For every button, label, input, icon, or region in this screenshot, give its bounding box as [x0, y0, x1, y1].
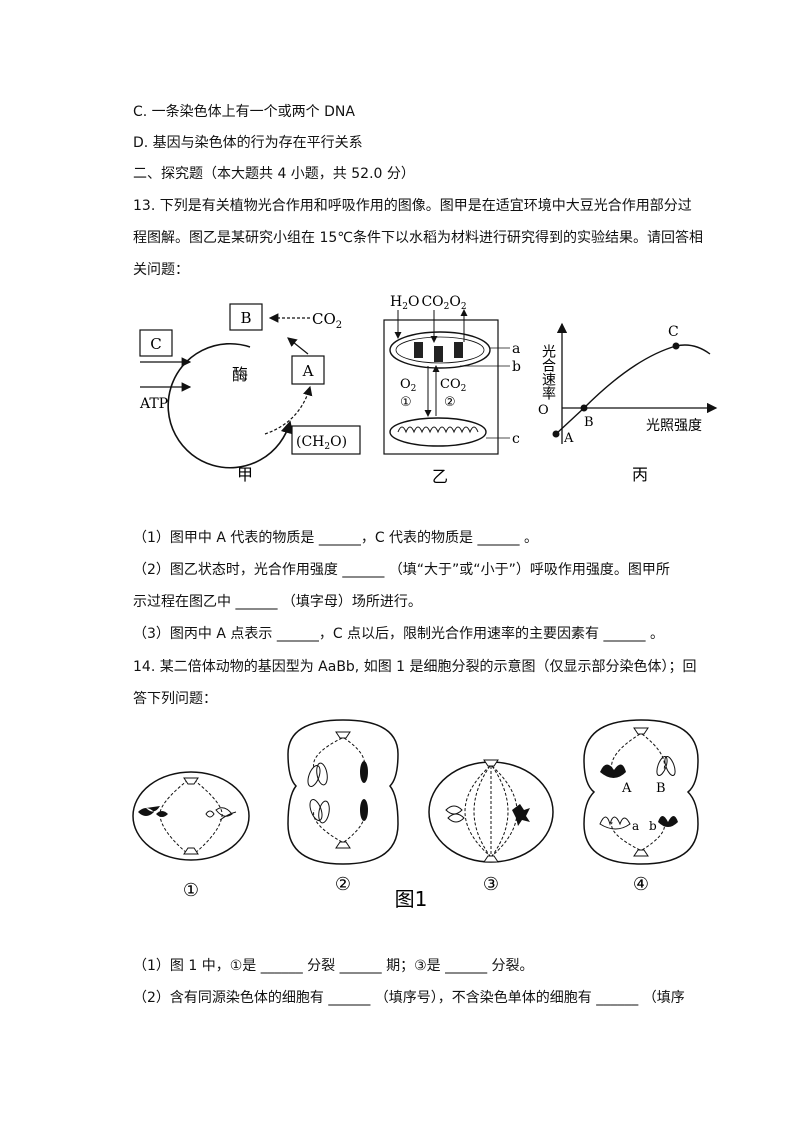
gene-a-lower: a [632, 819, 639, 833]
num-2: ② [444, 395, 456, 410]
caption-bing: 丙 [632, 465, 648, 484]
q14-sub1: （1）图 1 中，①是 ______ 分裂 ______ 期；③是 ______… [133, 958, 534, 974]
box-c [139, 329, 173, 357]
q14-sub2: （2）含有同源染色体的细胞有 ______ （填序号），不含染色单体的细胞有 _… [133, 990, 685, 1006]
caption-jia: 甲 [237, 465, 253, 484]
label-c: C [150, 335, 161, 353]
x-axis-label: 光照强度 [646, 418, 702, 434]
mitochondrion [389, 417, 487, 447]
atp-label: ATP [139, 396, 168, 412]
q13-sub3: （3）图丙中 A 点表示 ______，C 点以后，限制光合作用速率的主要因素有… [133, 626, 664, 642]
cell-label-4: ④ [633, 874, 649, 895]
y-axis-label: 光合速率 [540, 344, 556, 400]
figure-jia: B CO2 C ATP 酶 A (CH2O) 甲 [139, 303, 361, 484]
label-a-yi: a [512, 341, 520, 357]
q13-sub2-line1: （2）图乙状态时，光合作用强度 ______ （填“大于”或“小于”）呼吸作用强… [133, 562, 670, 578]
light-curve [555, 344, 711, 435]
cell-2: ② [287, 719, 399, 895]
box-b [229, 303, 263, 331]
label-c-yi: c [512, 431, 520, 447]
y-origin-label: O [538, 403, 549, 418]
gene-A-upper: A [621, 781, 632, 796]
figure-1-cells: ① ② ③ [132, 719, 699, 911]
cell-label-2: ② [335, 874, 351, 895]
cell-4: A B a b ④ [583, 719, 699, 895]
q13-stem-line1: 13. 下列是有关植物光合作用和呼吸作用的图像。图甲是在适宜环境中大豆光合作用部… [133, 198, 692, 214]
ch2o-label: (CH2O) [296, 434, 347, 452]
cell-box [383, 319, 499, 455]
cell-1: ① [132, 771, 250, 901]
cell-3: ③ [428, 759, 554, 895]
cell-label-3: ③ [483, 874, 499, 895]
q13-sub1: （1）图甲中 A 代表的物质是 ______，C 代表的物质是 ______ 。 [133, 530, 538, 546]
label-b-yi: b [512, 359, 521, 375]
figure-1-title: 图1 [395, 887, 428, 911]
label-a: A [302, 362, 314, 380]
co2-label: CO2 [312, 310, 342, 331]
option-c: C. 一条染色体上有一个或两个 DNA [133, 104, 355, 120]
section-heading: 二、探究题（本大题共 4 小题，共 52.0 分） [133, 166, 415, 182]
o2-label: O2 [400, 377, 416, 394]
gene-B-upper: B [656, 781, 666, 796]
point-a: A [563, 431, 574, 446]
point-c: C [668, 324, 679, 340]
box-a [291, 355, 325, 385]
q13-sub2-line2: 示过程在图乙中 ______ （填字母）场所进行。 [133, 594, 422, 610]
enzyme-label: 酶 [232, 365, 248, 384]
co2-yi-label: CO2 [440, 377, 466, 394]
chloroplast [389, 331, 491, 369]
q13-stem-line2: 程图解。图乙是某研究小组在 15℃条件下以水稻为材料进行研究得到的实验结果。请回… [133, 230, 703, 246]
q13-stem-line3: 关问题： [133, 262, 189, 278]
q14-stem-line1: 14. 某二倍体动物的基因型为 AaBb, 如图 1 是细胞分裂的示意图（仅显示… [133, 659, 697, 675]
label-b: B [240, 309, 251, 327]
box-ch2o [291, 425, 361, 455]
caption-yi: 乙 [432, 467, 448, 486]
option-d: D. 基因与染色体的行为存在平行关系 [133, 135, 363, 151]
point-b: B [584, 415, 594, 430]
cell-label-1: ① [183, 880, 199, 901]
num-1: ① [400, 395, 412, 410]
gene-b-lower: b [649, 819, 657, 833]
q14-stem-line2: 答下列问题： [133, 691, 217, 707]
figure-bing: 光合速率 O 光照强度 A B C 丙 [538, 322, 718, 484]
